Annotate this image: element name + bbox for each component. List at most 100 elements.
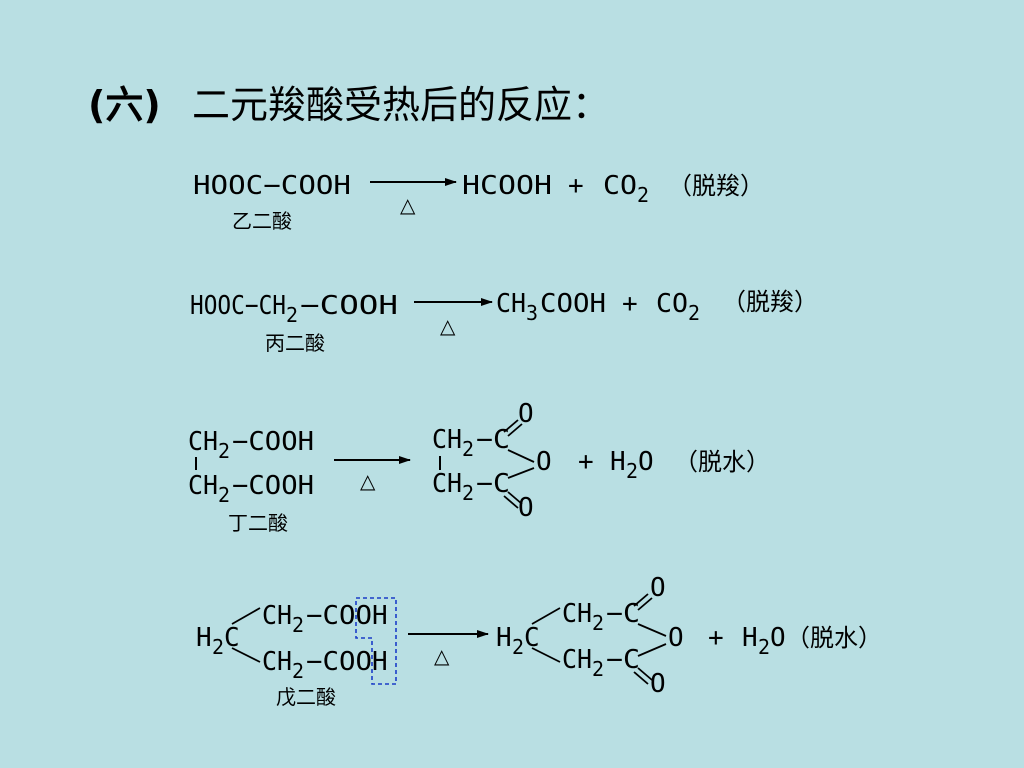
byproduct-subscript: 2 bbox=[688, 301, 700, 325]
ring-ch2-bottom-subscript: 2 bbox=[462, 481, 474, 505]
reactant-formula-a: HOOC−CH bbox=[190, 291, 286, 321]
ch2-bottom-subscript: 2 bbox=[292, 659, 304, 683]
h2c-h: H bbox=[196, 623, 212, 653]
bond-to-ring-o bbox=[507, 449, 535, 463]
double-bond bbox=[503, 419, 519, 433]
bond-to-ring-o bbox=[637, 643, 667, 657]
product-formula-b: COOH bbox=[540, 289, 606, 319]
byproduct-subscript: 2 bbox=[637, 183, 649, 207]
coo-top: −COO bbox=[306, 601, 372, 631]
product-structure: CH 2 −C O O CH 2 −C O bbox=[432, 399, 552, 523]
h-top: H bbox=[372, 601, 388, 631]
ch2-top: CH bbox=[262, 601, 292, 631]
ring-h2c-h: H bbox=[496, 623, 512, 653]
cooh-bottom: −COOH bbox=[232, 471, 314, 501]
ring-c-bottom: −C bbox=[606, 645, 640, 675]
product-formula-a: CH bbox=[496, 289, 526, 319]
ring-h2c-subscript: 2 bbox=[512, 635, 524, 659]
product-formula: HCOOH bbox=[462, 171, 552, 201]
reactant-structure: CH 2 −COOH CH 2 −COOH bbox=[188, 427, 314, 507]
ring-ch2-top-subscript: 2 bbox=[592, 611, 604, 635]
byproduct-formula-tail: O bbox=[638, 447, 654, 477]
reaction-type-label: （脱羧） bbox=[668, 172, 764, 200]
byproduct-formula: H bbox=[610, 447, 626, 477]
water-elimination-box bbox=[355, 597, 397, 685]
heat-symbol: △ bbox=[440, 314, 456, 338]
byproduct-formula: CO bbox=[656, 289, 688, 319]
carbonyl-o-bottom: O bbox=[650, 669, 666, 699]
carbonyl-o-bottom: O bbox=[518, 493, 534, 523]
product-structure: H 2 C CH 2 −C O O CH 2 −C O bbox=[496, 573, 684, 699]
byproduct-formula-tail: O bbox=[770, 623, 786, 653]
ring-ch2-top: CH bbox=[432, 425, 462, 455]
bond-upper bbox=[231, 607, 261, 625]
plus-sign: + bbox=[568, 171, 584, 201]
reaction-type-label: （脱水） bbox=[786, 624, 882, 652]
ch2-bottom-subscript: 2 bbox=[218, 483, 230, 507]
ring-o: O bbox=[668, 623, 684, 653]
double-bond bbox=[633, 671, 649, 685]
ring-h2c-c: C bbox=[524, 623, 540, 653]
ch2-top-subscript: 2 bbox=[292, 613, 304, 637]
ring-ch2-bottom: CH bbox=[432, 469, 462, 499]
byproduct-formula: CO bbox=[603, 171, 637, 201]
double-bond bbox=[507, 423, 523, 437]
reactant-name: 丁二酸 bbox=[228, 511, 288, 535]
bond-lower bbox=[231, 647, 261, 663]
carbonyl-o-top: O bbox=[650, 573, 666, 603]
ch2-top-subscript: 2 bbox=[218, 439, 230, 463]
bond-lower bbox=[531, 647, 561, 663]
double-bond bbox=[503, 495, 519, 509]
byproduct-formula: H bbox=[742, 623, 758, 653]
reaction-succinic: CH 2 −COOH CH 2 −COOH 丁二酸 △ CH 2 −C O O … bbox=[188, 399, 770, 535]
reactant-structure: H 2 C CH 2 −COO H CH 2 −COO H bbox=[196, 597, 397, 685]
reactant-formula: HOOC−COOH bbox=[193, 171, 351, 201]
heat-symbol: △ bbox=[360, 469, 376, 493]
heat-symbol: △ bbox=[400, 193, 416, 217]
reactant-formula-b: −COOH bbox=[300, 291, 398, 321]
ring-c-bottom: −C bbox=[476, 469, 510, 499]
plus-sign: + bbox=[578, 447, 594, 477]
carbonyl-o-top: O bbox=[518, 399, 534, 429]
bond-to-ring-o bbox=[637, 623, 667, 637]
ring-ch2-top: CH bbox=[562, 599, 592, 629]
heat-symbol: △ bbox=[434, 644, 450, 668]
reaction-malonic: HOOC−CH 2 −COOH 丙二酸 △ CH 3 COOH + CO 2 （… bbox=[190, 288, 818, 355]
title-text: 二元羧酸受热后的反应： bbox=[192, 83, 610, 127]
plus-sign: + bbox=[708, 623, 724, 653]
byproduct-subscript: 2 bbox=[626, 459, 638, 483]
ring-c-top: −C bbox=[606, 599, 640, 629]
plus-sign: + bbox=[622, 289, 638, 319]
ch2-bottom: CH bbox=[262, 647, 292, 677]
title-prefix: (六) bbox=[88, 83, 161, 127]
double-bond bbox=[637, 667, 653, 681]
reaction-type-label: （脱羧） bbox=[722, 288, 818, 316]
ring-o: O bbox=[536, 447, 552, 477]
reaction-oxalic: HOOC−COOH 乙二酸 △ HCOOH + CO 2 （脱羧） bbox=[193, 171, 764, 233]
reactant-name: 丙二酸 bbox=[265, 331, 325, 355]
coo-bottom: −COO bbox=[306, 647, 372, 677]
double-bond bbox=[637, 597, 653, 611]
h2c-c: C bbox=[224, 623, 240, 653]
ring-ch2-bottom-subscript: 2 bbox=[592, 657, 604, 681]
product-subscript: 3 bbox=[526, 301, 538, 325]
bond-upper bbox=[531, 607, 561, 625]
ring-c-top: −C bbox=[476, 425, 510, 455]
cooh-top: −COOH bbox=[232, 427, 314, 457]
ch2-bottom: CH bbox=[188, 471, 218, 501]
double-bond bbox=[507, 491, 523, 505]
reactant-subscript: 2 bbox=[286, 303, 298, 327]
byproduct-subscript: 2 bbox=[758, 635, 770, 659]
h-bottom: H bbox=[372, 647, 388, 677]
reactant-name: 乙二酸 bbox=[232, 209, 292, 233]
bond-to-ring-o bbox=[507, 467, 535, 479]
reaction-glutaric: H 2 C CH 2 −COO H CH 2 −COO H 戊二酸 △ H 2 … bbox=[196, 573, 882, 709]
reactant-name: 戊二酸 bbox=[276, 685, 336, 709]
reaction-type-label: （脱水） bbox=[674, 448, 770, 476]
page-title: (六) 二元羧酸受热后的反应： bbox=[88, 83, 610, 127]
ring-ch2-bottom: CH bbox=[562, 645, 592, 675]
h2c-subscript: 2 bbox=[212, 635, 224, 659]
ring-ch2-top-subscript: 2 bbox=[462, 437, 474, 461]
ch2-top: CH bbox=[188, 427, 218, 457]
